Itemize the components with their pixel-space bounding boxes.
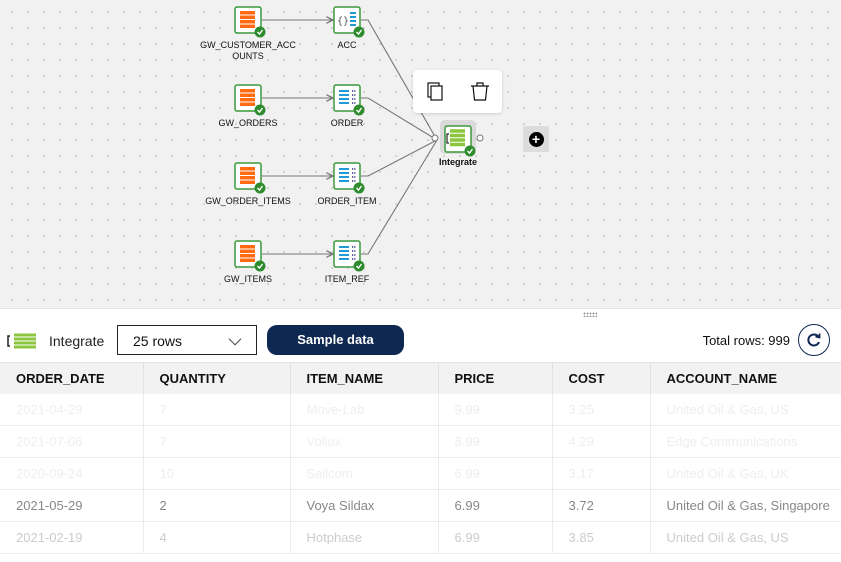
source-label: GW_ITEMS [223, 274, 272, 284]
transform-node-order [333, 84, 366, 117]
table-cell: 3.85 [552, 521, 651, 554]
rows-select[interactable]: 25 rows [117, 325, 257, 355]
sample-data-button[interactable]: Sample data [267, 325, 404, 355]
column-header[interactable]: QUANTITY [143, 362, 291, 394]
table-cell: 6.99 [438, 521, 553, 554]
add-node-button[interactable]: + [523, 126, 549, 152]
chevron-down-icon [228, 332, 242, 346]
table-cell: 6.99 [438, 457, 553, 490]
table-cell: 8.99 [438, 425, 553, 458]
source-node-gw-customer-accounts [234, 6, 267, 39]
column-header[interactable]: ORDER_DATE [0, 362, 144, 394]
source-node-gw-items [234, 240, 267, 273]
table-cell: United Oil & Gas, Singapore [650, 489, 841, 522]
table-cell: 2 [143, 489, 291, 522]
transform-label: ACC [337, 40, 357, 50]
integrate-label: Integrate [438, 157, 477, 167]
table-cell: United Oil & Gas, US [650, 393, 841, 426]
svg-text:{}: {} [337, 16, 349, 27]
table-cell: Voya Sildax [290, 489, 439, 522]
table-cell: United Oil & Gas, UK [650, 457, 841, 490]
transform-node-acc: {} [333, 6, 365, 38]
transform-node-order-item [333, 162, 366, 195]
transform-label: ORDER_ITEM [317, 196, 377, 206]
table-cell: 4 [143, 521, 291, 554]
column-header[interactable]: COST [552, 362, 651, 394]
table-cell: 2021-02-19 [0, 521, 144, 554]
table-cell: 3.72 [552, 489, 651, 522]
table-cell: 10 [143, 457, 291, 490]
table-cell: 4.29 [552, 425, 651, 458]
source-node-gw-orders [234, 84, 267, 117]
transform-label: ITEM_REF [324, 274, 370, 284]
source-label: GW_ORDER_ITEMS [205, 196, 291, 206]
node-name: Integrate [49, 333, 105, 349]
table-cell: Sailcom [290, 457, 439, 490]
source-node-gw-order-items [234, 162, 267, 195]
refresh-button[interactable] [798, 324, 830, 356]
delete-button[interactable] [469, 80, 491, 104]
trash-icon [471, 82, 489, 101]
table-cell: United Oil & Gas, US [650, 521, 841, 554]
column-header[interactable]: ITEM_NAME [290, 362, 439, 394]
node-action-popup [413, 70, 502, 113]
table-cell: Vollux [290, 425, 439, 458]
table-cell: 2020-09-24 [0, 457, 144, 490]
table-cell: 2021-07-06 [0, 425, 144, 458]
table-cell: 3.25 [552, 393, 651, 426]
source-label: GW_ORDERS [218, 118, 278, 128]
table-cell: 7 [143, 393, 291, 426]
refresh-icon [807, 333, 821, 347]
table-cell: 6.99 [438, 489, 553, 522]
column-header[interactable]: PRICE [438, 362, 553, 394]
table-cell: 2021-05-29 [0, 489, 144, 522]
table-cell: Edge Communications [650, 425, 841, 458]
resize-handle[interactable] [583, 312, 597, 317]
preview-toolbar: Integrate 25 rows Sample data Total rows… [0, 324, 841, 356]
integrate-node [431, 120, 484, 157]
table-cell: Hotphase [290, 521, 439, 554]
total-rows: Total rows: 999 [702, 333, 790, 348]
integrate-icon [7, 333, 36, 349]
table-cell: Move-Lab [290, 393, 439, 426]
table-cell: 3.17 [552, 457, 651, 490]
panel-divider [0, 308, 841, 309]
copy-button[interactable] [425, 80, 447, 104]
table-cell: 9.99 [438, 393, 553, 426]
pipeline-graph: {} [234, 6, 484, 273]
transform-label: ORDER [330, 118, 364, 128]
sample-data-table: ORDER_DATE QUANTITY ITEM_NAME PRICE COST… [0, 362, 841, 554]
table-cell: 2021-04-29 [0, 393, 144, 426]
column-header[interactable]: ACCOUNT_NAME [650, 362, 841, 394]
table-cell: 7 [143, 425, 291, 458]
transform-node-item-ref [333, 240, 366, 273]
table-header-row: ORDER_DATE QUANTITY ITEM_NAME PRICE COST… [0, 362, 841, 394]
copy-icon [427, 82, 443, 101]
plus-circle-icon: + [528, 131, 544, 147]
